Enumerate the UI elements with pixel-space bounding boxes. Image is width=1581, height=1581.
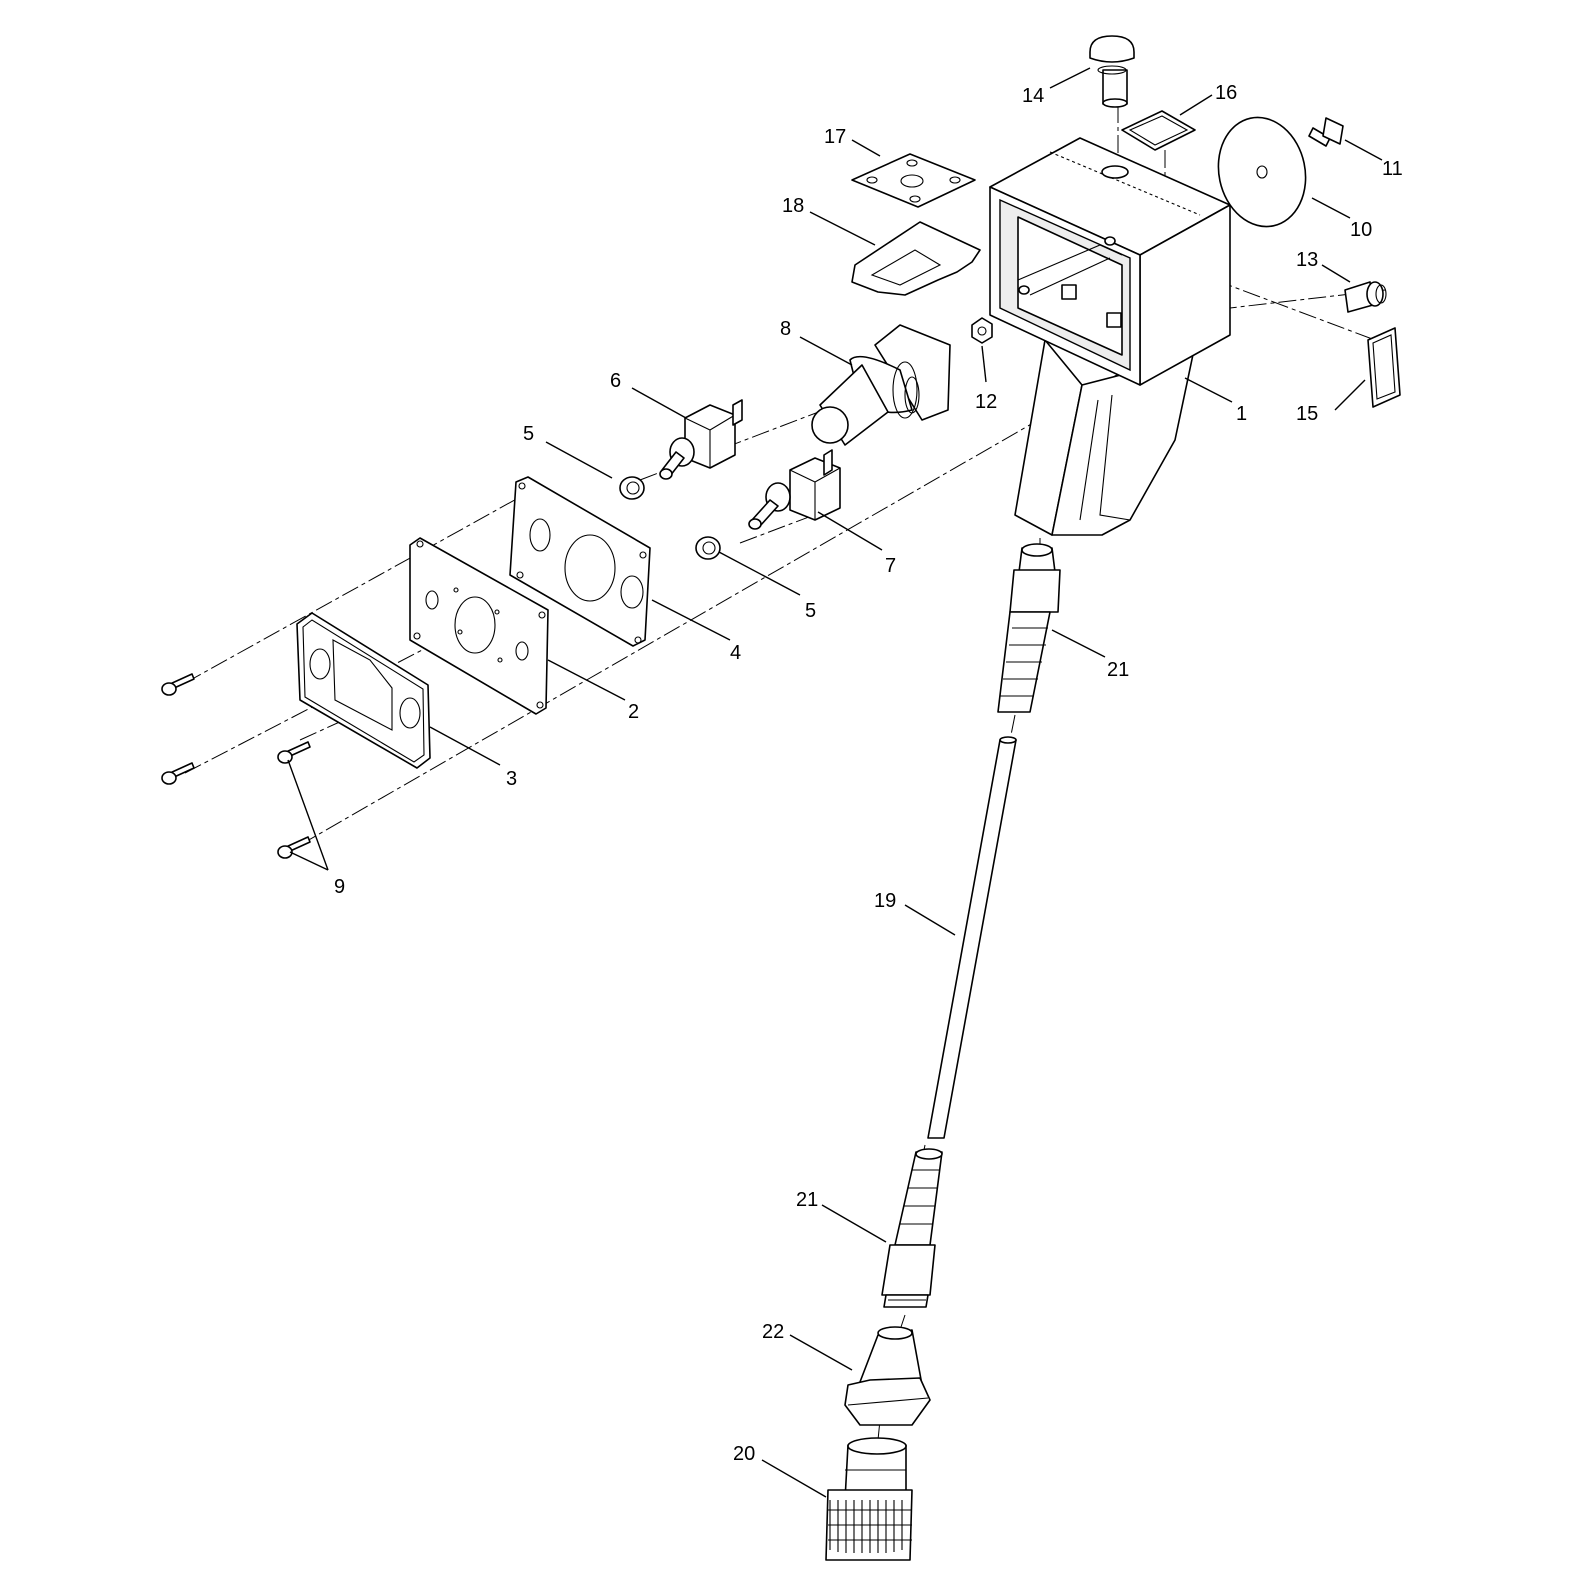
- callout-21b: 21: [796, 1189, 818, 1211]
- cable-part-19: [927, 736, 1017, 1139]
- callout-12: 12: [975, 391, 997, 413]
- callout-15: 15: [1296, 403, 1318, 425]
- callout-5b: 5: [805, 600, 816, 622]
- callout-8: 8: [780, 318, 791, 340]
- washer-part-5a: [619, 476, 645, 500]
- adapter-part-22: [844, 1326, 931, 1426]
- callout-18: 18: [782, 195, 804, 217]
- callout-3: 3: [506, 768, 517, 790]
- callout-14: 14: [1022, 85, 1044, 107]
- callout-10: 10: [1350, 219, 1372, 241]
- callout-20: 20: [733, 1443, 755, 1465]
- plate-part-2: [409, 537, 549, 715]
- callout-6: 6: [610, 370, 621, 392]
- callout-19: 19: [874, 890, 896, 912]
- toggle-switch-part-6: [659, 399, 743, 480]
- gasket-part-3: [296, 612, 431, 769]
- washer-part-5b: [695, 536, 721, 560]
- toggle-switch-part-7: [748, 449, 841, 530]
- gasket-part-15: [1367, 327, 1401, 408]
- plate-part-17: [851, 153, 976, 208]
- callout-13: 13: [1296, 249, 1318, 271]
- callout-17: 17: [824, 126, 846, 148]
- callout-7: 7: [885, 555, 896, 577]
- callout-11: 11: [1382, 158, 1403, 180]
- strain-relief-part-21-lower: [881, 1148, 943, 1308]
- gasket-part-18: [851, 221, 981, 296]
- nut-part-12: [971, 317, 993, 344]
- callout-22: 22: [762, 1321, 784, 1343]
- callout-9: 9: [334, 876, 345, 898]
- callout-labels: 1 2 3 4 5 5 6 7 8 9 10 11 12 13 14 15 16…: [334, 82, 1403, 1465]
- panel-part-4: [509, 476, 651, 647]
- housing-part-1: [989, 137, 1231, 536]
- callout-21a: 21: [1107, 659, 1129, 681]
- callout-1: 1: [1236, 403, 1247, 425]
- callout-5a: 5: [523, 423, 534, 445]
- callout-2: 2: [628, 701, 639, 723]
- connector-part-20: [825, 1437, 913, 1561]
- callout-16: 16: [1215, 82, 1237, 104]
- disc-part-10: [1217, 116, 1307, 228]
- indicator-part-13: [1344, 281, 1387, 313]
- push-button-part-14: [1089, 35, 1135, 108]
- bolt-part-11: [1308, 117, 1344, 147]
- joystick-part-8: [811, 324, 951, 446]
- gasket-part-16: [1121, 110, 1196, 151]
- screws-part-9: [161, 673, 311, 859]
- callout-4: 4: [730, 642, 741, 664]
- leader-lines: [287, 67, 1383, 1498]
- strain-relief-part-21-upper: [997, 543, 1061, 713]
